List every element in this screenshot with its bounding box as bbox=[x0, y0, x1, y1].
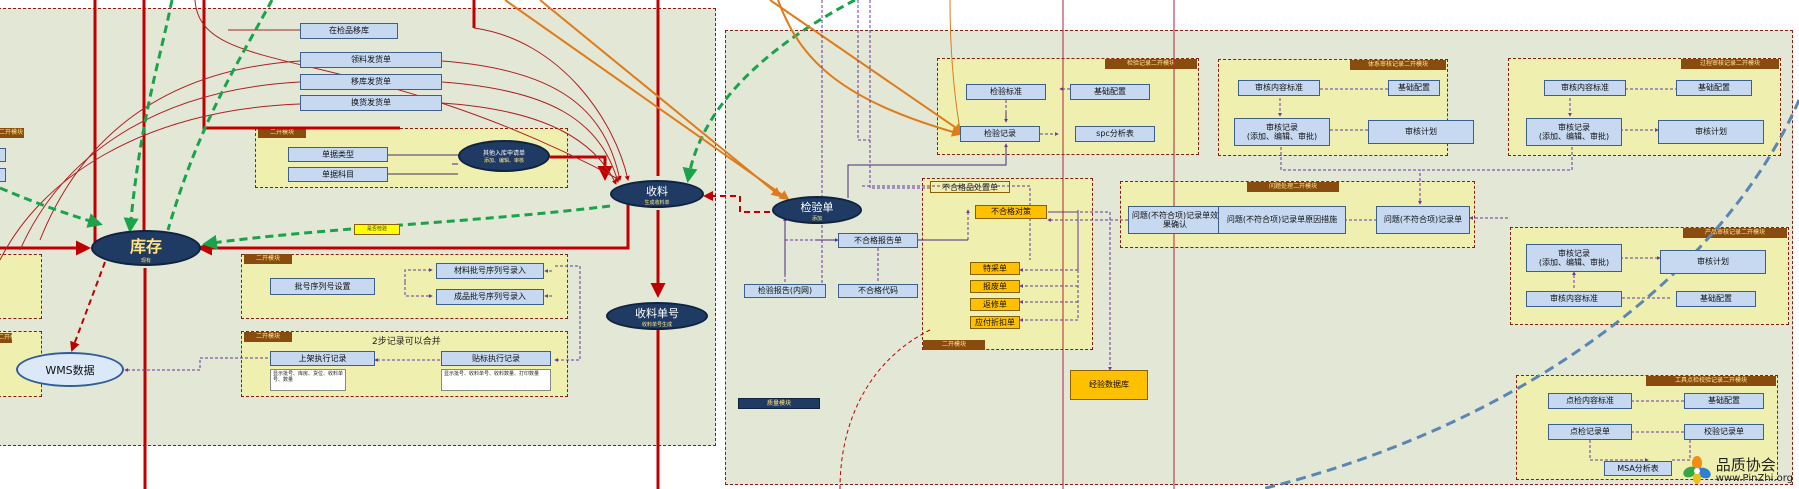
disposal-box-2[interactable]: 报废单 bbox=[970, 280, 1020, 293]
doc-subject-box[interactable]: 单据科目 bbox=[288, 167, 388, 182]
audit1-plan-box[interactable]: 审核计划 bbox=[1368, 120, 1474, 144]
problem-record-box[interactable]: 问题(不符合项)记录单 bbox=[1376, 206, 1470, 234]
module-tag-c: 二开模块 bbox=[244, 332, 292, 342]
inspection-record-box[interactable]: 检验记录 bbox=[960, 126, 1040, 142]
batch-setting-box[interactable]: 批号序列号设置 bbox=[270, 278, 375, 295]
inspection-order-sub: 添加 bbox=[811, 215, 822, 222]
inspection-base-config-box[interactable]: 基础配置 bbox=[1070, 84, 1150, 100]
left-edge-box[interactable] bbox=[0, 148, 6, 162]
audit2-record-box[interactable]: 审核记录 (添加、编辑、审批) bbox=[1526, 118, 1622, 146]
inventory-node[interactable]: 库存 现有 bbox=[91, 230, 201, 266]
other-inbound-node[interactable]: 其他入库申请单 添加、编辑、审核 bbox=[458, 140, 550, 172]
module-tag-b: 二开模块 bbox=[244, 254, 292, 264]
problem-tag: 问题处理二开模块 bbox=[1247, 182, 1339, 192]
logo-url: www.PinZhi.org bbox=[1715, 472, 1793, 484]
check-content-box[interactable]: 点检内容标准 bbox=[1548, 393, 1632, 409]
system-audit-tag: 体系审核记录二开模块 bbox=[1350, 60, 1446, 70]
inspection-order-label: 检验单 bbox=[800, 200, 834, 214]
calib-record-box[interactable]: 校验记录单 bbox=[1684, 424, 1764, 440]
product-audit-subpanel bbox=[1510, 227, 1789, 325]
audit3-content-box[interactable]: 审核内容标准 bbox=[1526, 291, 1622, 307]
audit1-base-box[interactable]: 基础配置 bbox=[1388, 80, 1440, 96]
spc-box[interactable]: spc分析表 bbox=[1075, 126, 1155, 142]
receive-sub: 生成收料单 bbox=[644, 199, 670, 206]
receive-no-label: 收料单号 bbox=[635, 306, 679, 320]
receive-no-node[interactable]: 收料单号 收料单号生成 bbox=[606, 302, 708, 330]
audit2-base-box[interactable]: 基础配置 bbox=[1676, 80, 1752, 96]
other-inbound-sub: 添加、编辑、审核 bbox=[483, 158, 524, 164]
other-inbound-title: 其他入库申请单 bbox=[482, 150, 525, 157]
tools-tag: 工具点检校验记录二开模块 bbox=[1646, 376, 1776, 386]
issue-box-3[interactable]: 换货发货单 bbox=[300, 95, 442, 111]
nc-bottom-tag: 二开模块 bbox=[923, 340, 985, 350]
inspection-order-node[interactable]: 检验单 添加 bbox=[772, 196, 862, 224]
red-line-inbound bbox=[550, 155, 613, 181]
merge-note: 2步记录可以合并 bbox=[372, 337, 441, 347]
shelf-record-box[interactable]: 上架执行记录 bbox=[270, 351, 375, 366]
issue-box-1[interactable]: 领料发货单 bbox=[300, 52, 442, 68]
disposal-box-1[interactable]: 特采单 bbox=[970, 262, 1020, 275]
left-edge-tag-b: 二开模块 bbox=[0, 333, 12, 343]
logo-name: 品质协会 bbox=[1715, 455, 1776, 474]
problem-measure-box[interactable]: 问题(不符合项)记录单原因措施 bbox=[1218, 206, 1346, 234]
disposal-box-4[interactable]: 应付折扣单 bbox=[970, 316, 1020, 329]
audit2-plan-box[interactable]: 审核计划 bbox=[1658, 120, 1764, 144]
label-record-box[interactable]: 贴标执行记录 bbox=[441, 351, 551, 366]
left-edge-box-2[interactable] bbox=[0, 168, 6, 182]
red-line-to-inventory bbox=[197, 196, 630, 256]
in-inspection-transfer-box[interactable]: 在检品移库 bbox=[300, 23, 398, 39]
inspection-report-box[interactable]: 检验报告(内网) bbox=[744, 284, 826, 298]
material-entry-box[interactable]: 材料批号序列号录入 bbox=[436, 263, 544, 279]
watermark-logo: 品质协会 www.PinZhi.org bbox=[1682, 455, 1793, 485]
audit2-content-box[interactable]: 审核内容标准 bbox=[1544, 80, 1626, 96]
experience-db-box[interactable]: 经验数据库 bbox=[1070, 370, 1148, 400]
logo-text: 品质协会 www.PinZhi.org bbox=[1716, 457, 1793, 484]
process-audit-tag: 过程审核记录二开模块 bbox=[1681, 59, 1779, 69]
inventory-sub: 现有 bbox=[140, 257, 151, 264]
wms-node[interactable]: WMS数据 bbox=[16, 352, 124, 387]
nc-code-box[interactable]: 不合格代码 bbox=[838, 284, 918, 298]
audit3-plan-box[interactable]: 审核计划 bbox=[1660, 250, 1766, 274]
quality-module-label: 质量模块 bbox=[738, 398, 820, 409]
nc-tag: 不合格品处置单 bbox=[930, 181, 1010, 193]
product-entry-box[interactable]: 成品批号序列号录入 bbox=[436, 289, 544, 305]
inspection-standard-box[interactable]: 检验标准 bbox=[966, 84, 1046, 100]
audit1-record-box[interactable]: 审核记录 (添加、编辑、审批) bbox=[1234, 118, 1330, 146]
audit3-base-box[interactable]: 基础配置 bbox=[1676, 291, 1756, 307]
left-edge-subpanel-a bbox=[0, 254, 42, 319]
msa-box[interactable]: MSA分析表 bbox=[1604, 461, 1672, 476]
left-edge-tag-a: 二开模块 bbox=[0, 128, 24, 138]
audit1-content-box[interactable]: 审核内容标准 bbox=[1238, 80, 1320, 96]
label-detail: 显示批号、收料单号、收料数量、打印数量 bbox=[441, 369, 551, 391]
inspection-flag: 是否检验 bbox=[354, 224, 400, 235]
module-tag-a: 二开模块 bbox=[258, 128, 306, 138]
inspection-record-tag: 检验记录二开模块 bbox=[1105, 59, 1197, 69]
nc-report-box[interactable]: 不合格报告单 bbox=[838, 233, 918, 248]
inventory-label: 库存 bbox=[129, 236, 162, 256]
product-audit-tag: 产品审核记录二开模块 bbox=[1683, 228, 1787, 238]
issue-box-2[interactable]: 移库发货单 bbox=[300, 74, 442, 90]
problem-confirm-box[interactable]: 问题(不符合项)记录单效果确认 bbox=[1128, 206, 1222, 234]
receive-node[interactable]: 收料 生成收料单 bbox=[610, 180, 704, 208]
flower-logo-icon bbox=[1683, 456, 1711, 484]
nc-countermeasure-box[interactable]: 不合格对策 bbox=[975, 205, 1047, 219]
audit3-record-box[interactable]: 审核记录 (添加、编辑、审批) bbox=[1526, 244, 1622, 272]
doc-type-box[interactable]: 单据类型 bbox=[288, 147, 388, 162]
disposal-box-3[interactable]: 返修单 bbox=[970, 298, 1020, 311]
check-record-box[interactable]: 点检记录单 bbox=[1548, 424, 1632, 440]
blue-arc bbox=[1261, 99, 1799, 489]
receive-label: 收料 bbox=[646, 184, 668, 198]
shelf-detail: 显示批号、库房、货位、收料单号、数量 bbox=[270, 369, 346, 391]
receive-no-sub: 收料单号生成 bbox=[641, 321, 672, 328]
tools-base-box[interactable]: 基础配置 bbox=[1684, 393, 1764, 409]
